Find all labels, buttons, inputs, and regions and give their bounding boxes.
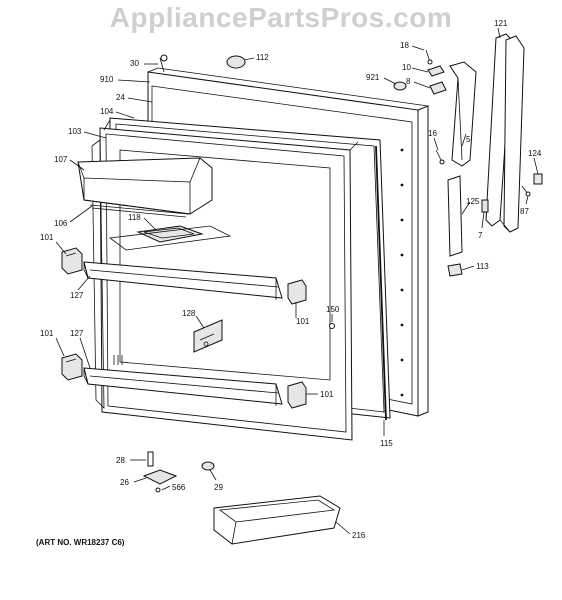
callout-104: 104 <box>100 107 114 116</box>
callout-112: 112 <box>256 53 269 62</box>
screw-150 <box>329 323 335 329</box>
control-housing <box>77 157 213 218</box>
dairy-bin <box>213 495 341 545</box>
callout-910: 910 <box>100 75 114 84</box>
door-shelf-lower <box>83 367 283 406</box>
callout-118: 118 <box>128 213 141 222</box>
shelf-cap-left-upper <box>61 247 83 275</box>
callout-8: 8 <box>406 77 411 86</box>
callout-566: 566 <box>172 483 186 492</box>
callout-128: 128 <box>182 309 196 318</box>
callout-29: 29 <box>214 483 223 492</box>
callout-labels: 30 112 910 24 104 103 107 106 118 101 12… <box>40 19 542 540</box>
callout-121: 121 <box>494 19 508 28</box>
callout-115: 115 <box>380 439 393 448</box>
hinge-cover-125 <box>447 175 463 257</box>
hinge-cap-124 <box>533 173 543 185</box>
callout-124: 124 <box>528 149 542 158</box>
shelf-label <box>193 319 223 353</box>
callout-16: 16 <box>428 129 437 138</box>
shelf-cap-right-lower <box>287 381 307 409</box>
screw-87 <box>521 185 531 197</box>
door-stop-8 <box>429 81 447 95</box>
callout-10: 10 <box>402 63 411 72</box>
callout-107: 107 <box>54 155 68 164</box>
callout-18: 18 <box>400 41 409 50</box>
shelf-cap-left-lower <box>61 353 83 381</box>
callout-125: 125 <box>466 197 480 206</box>
shelf-cap-right-upper <box>287 279 307 305</box>
hinge-plate-121 <box>485 33 525 233</box>
art-number: (ART NO. WR18237 C6) <box>36 538 125 547</box>
screw-566 <box>155 487 161 493</box>
clip-28 <box>147 451 154 467</box>
callout-127-a: 127 <box>70 291 84 300</box>
door-rivets <box>400 148 404 397</box>
callout-30: 30 <box>130 59 139 68</box>
watermark: AppliancePartsPros.com <box>109 2 453 33</box>
callout-106: 106 <box>54 219 68 228</box>
callout-150: 150 <box>326 305 340 314</box>
callout-28: 28 <box>116 456 125 465</box>
callout-101-c: 101 <box>40 329 54 338</box>
cap-112 <box>226 55 246 69</box>
leader-lines <box>55 27 539 535</box>
plug-921 <box>393 81 407 91</box>
callout-7: 7 <box>478 231 483 240</box>
callout-5: 5 <box>466 135 471 144</box>
callout-101-b: 101 <box>296 317 310 326</box>
callout-113: 113 <box>476 262 489 271</box>
callout-24: 24 <box>116 93 125 102</box>
callout-101-d: 101 <box>320 390 334 399</box>
callout-103: 103 <box>68 127 82 136</box>
callout-127-b: 127 <box>70 329 84 338</box>
callout-921: 921 <box>366 73 380 82</box>
hinge-bracket-5 <box>449 61 477 167</box>
callout-101-a: 101 <box>40 233 54 242</box>
screw-18 <box>425 49 433 65</box>
door-shelf-upper <box>83 261 283 300</box>
bracket-26 <box>142 469 178 485</box>
cam-29 <box>201 461 215 471</box>
screw-16 <box>435 149 445 165</box>
callout-216: 216 <box>352 531 366 540</box>
ice-tray <box>108 225 232 251</box>
bushing-113 <box>447 263 463 277</box>
screw-30 <box>159 54 168 73</box>
callout-87: 87 <box>520 207 529 216</box>
callout-26: 26 <box>120 478 129 487</box>
door-stop-10 <box>427 65 445 77</box>
hinge-pin-7 <box>481 199 489 213</box>
